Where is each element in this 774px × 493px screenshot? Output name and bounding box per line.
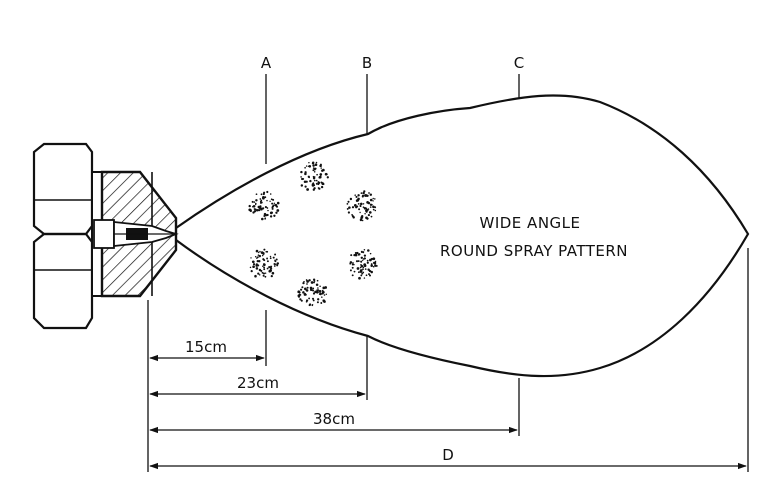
droplet-cluster xyxy=(297,278,328,307)
section-label-c: C xyxy=(514,54,524,72)
dimension-label-c: 38cm xyxy=(313,410,355,428)
droplet-cluster xyxy=(300,161,329,191)
section-label-b: B xyxy=(362,54,372,72)
title-line-2: ROUND SPRAY PATTERN xyxy=(440,242,628,260)
dimension-label-b: 23cm xyxy=(237,374,279,392)
dimension-label-d: D xyxy=(442,446,454,464)
droplet-cluster xyxy=(248,190,280,221)
dimension-label-a: 15cm xyxy=(185,338,227,356)
title-line-1: WIDE ANGLE xyxy=(480,214,581,232)
droplet-cluster xyxy=(349,249,378,280)
hex-nut xyxy=(32,142,94,330)
section-label-a: A xyxy=(261,54,272,72)
droplet-cluster xyxy=(249,248,280,278)
nozzle-insert xyxy=(93,219,179,249)
spray-pattern-outline xyxy=(175,94,750,378)
nozzle-assembly xyxy=(32,142,179,330)
droplet-clusters xyxy=(248,161,378,307)
droplet-cluster xyxy=(346,190,377,222)
